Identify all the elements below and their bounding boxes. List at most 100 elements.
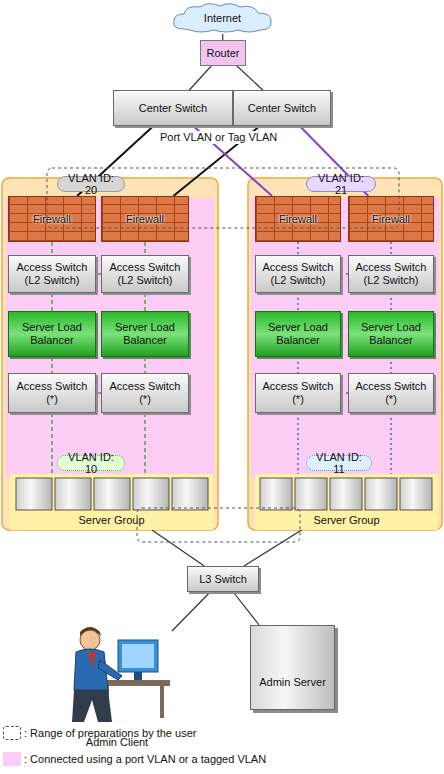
legs [72,690,112,722]
node-text: Firewall [33,213,71,226]
node-text: Firewall [372,213,410,226]
node-text: Access Switch (L2 Switch) [14,261,90,287]
torso [74,649,108,690]
vlan-tag: VLAN ID: 10 [57,455,125,471]
cloud-shape [174,4,271,32]
connector-line [144,357,145,373]
node-text: Server Group [313,514,379,527]
firewall-box: Firewall [8,196,96,242]
server-icon [260,478,292,510]
desk [100,680,170,686]
node-text: Firewall [126,213,164,226]
connector-line [390,357,392,373]
arm [98,660,122,680]
connector-line [341,273,348,275]
node-text: Server Group [78,514,144,527]
server-icons [16,478,432,510]
switch-box: Access Switch (L2 Switch) [8,255,96,293]
server-group: Server Group [255,474,438,530]
connector-line [144,413,145,474]
node-text: Firewall [279,213,317,226]
server-icon [295,478,327,510]
connector-line [390,413,392,474]
admin-server: Admin Server [250,625,335,710]
connector-line [233,592,259,625]
connector-line [152,530,204,566]
server-icon [55,478,91,510]
node-text: Server Load Balancer [14,321,90,347]
switch-box: L3 Switch [187,566,259,592]
segment-panel [2,178,218,530]
switch-box: Center Switch [113,90,233,126]
head [80,630,100,650]
node-text: Access Switch (L2 Switch) [261,261,335,287]
load-balancer-box: Server Load Balancer [348,311,434,357]
node-text: Access Switch (L2 Switch) [107,261,183,287]
connector-line [144,293,145,311]
desk-leg [105,686,109,718]
server-icon [172,478,208,510]
desk-leg [160,686,164,718]
firewall-box: Firewall [101,196,189,242]
node-text: Router [206,47,239,60]
connector-line [237,66,263,90]
connector-line [297,293,299,311]
node-text: Access Switch (L2 Switch) [354,261,428,287]
node-text: Center Switch [139,102,207,115]
node-text: Admin Server [259,676,326,689]
preparation-range [137,508,300,542]
monitor-stand [134,672,142,680]
connector-line [390,293,392,311]
connector-line [51,293,52,311]
monitor-screen [122,644,154,668]
connection-note: Port VLAN or Tag VLAN [158,131,279,144]
connector-line [297,242,299,255]
node-text: Server Load Balancer [261,321,335,347]
legend-swatch [3,752,21,766]
node-text: Access Switch (*) [107,380,183,406]
node-text: Server Load Balancer [107,321,183,347]
server-icon [330,478,362,510]
server-group: Server Group [10,474,213,530]
node-text: VLAN ID: 11 [312,451,366,475]
preparation-range [47,168,399,228]
load-balancer-box: Server Load Balancer [101,311,189,357]
connector-line [297,413,299,474]
node-text: Access Switch (*) [261,380,335,406]
node-text: Access Switch (*) [354,380,428,406]
server-icon [400,478,432,510]
node-text: L3 Switch [199,573,247,586]
server-icon [365,478,397,510]
node-text: Server Load Balancer [354,321,428,347]
firewall-box: Firewall [255,196,341,242]
server-icon [16,478,52,510]
vlan-tag: VLAN ID: 11 [306,455,372,471]
connector-line [51,357,52,373]
node-text: VLAN ID: 20 [63,172,119,196]
server-icon [133,478,169,510]
load-balancer-box: Server Load Balancer [255,311,341,357]
switch-box: Access Switch (L2 Switch) [101,255,189,293]
node-text: Internet [204,12,241,25]
legend-text: : Connected using a port VLAN or a tagge… [24,753,266,766]
switch-box: Access Switch (*) [348,373,434,413]
node-text: VLAN ID: 21 [312,172,370,196]
legend-text: : Range of preparations by the user [24,727,196,740]
person-illustration [72,627,170,722]
switch-box: Access Switch (*) [8,373,96,413]
switch-box: Center Switch [233,90,331,126]
connector-line [172,592,210,631]
node-text: Center Switch [248,102,316,115]
internet-cloud: Internet [170,2,275,34]
server-icon [94,478,130,510]
connector-line [244,530,302,566]
hair [80,627,101,636]
node-text: VLAN ID: 10 [63,451,119,475]
switch-box: Access Switch (*) [101,373,189,413]
vlan-tag: VLAN ID: 21 [306,176,376,192]
switch-box: Access Switch (L2 Switch) [348,255,434,293]
switch-box: Access Switch (*) [255,373,341,413]
tie [88,652,96,668]
segment-panel [248,178,442,530]
